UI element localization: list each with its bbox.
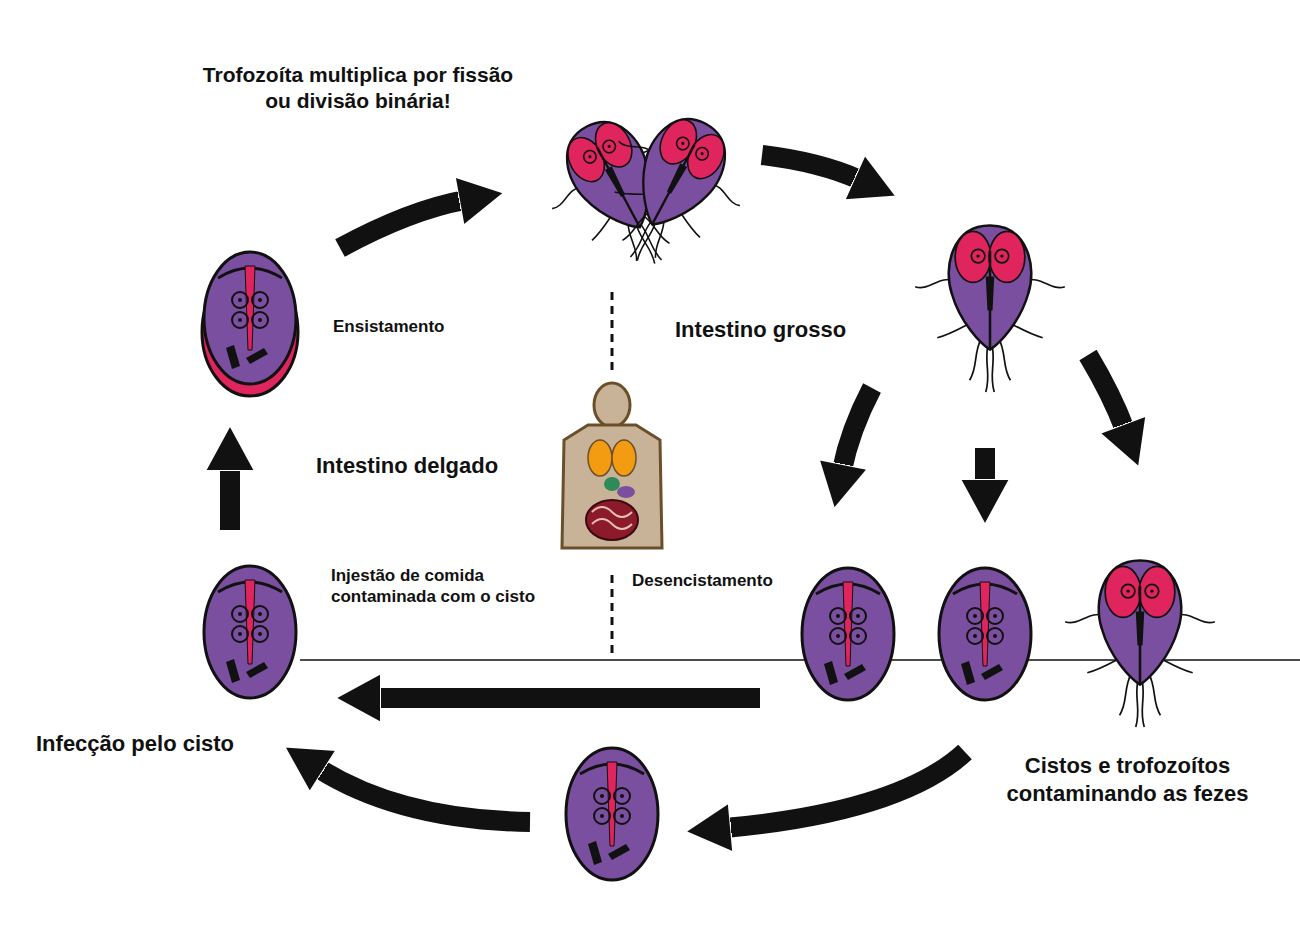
text-label: Desencistamento: [632, 570, 802, 591]
text-label: Infecção pelo cisto: [36, 730, 296, 758]
text-label: Trofozoíta multiplica por fissão ou divi…: [188, 62, 528, 115]
text-label: Intestino delgado: [316, 452, 556, 480]
block-arrow: [725, 752, 965, 828]
cyst: [939, 568, 1031, 700]
block-arrow: [975, 448, 995, 485]
cyst: [566, 748, 658, 880]
trophozoite: [1065, 561, 1215, 728]
block-arrow: [762, 155, 860, 180]
cyst: [204, 252, 296, 384]
text-label: Intestino grosso: [675, 316, 915, 344]
human-body-icon: [562, 383, 662, 548]
cycle-arrows: [230, 155, 1125, 828]
block-arrow: [375, 688, 760, 708]
block-arrow: [318, 768, 530, 822]
text-label: Injestão de comida contaminada com o cis…: [331, 565, 593, 608]
cyst: [802, 568, 894, 700]
text-label: Ensistamento: [333, 316, 493, 337]
text-label: Cistos e trofozoítos contaminando as fez…: [985, 752, 1270, 807]
cyst: [204, 566, 296, 698]
trophozoite: [915, 226, 1065, 393]
block-arrow: [220, 465, 240, 530]
dividing-trophozoite: [526, 92, 766, 294]
trophozoite: [573, 92, 766, 291]
block-arrow: [1088, 355, 1125, 430]
block-arrow: [842, 388, 872, 470]
block-arrow: [340, 200, 465, 248]
